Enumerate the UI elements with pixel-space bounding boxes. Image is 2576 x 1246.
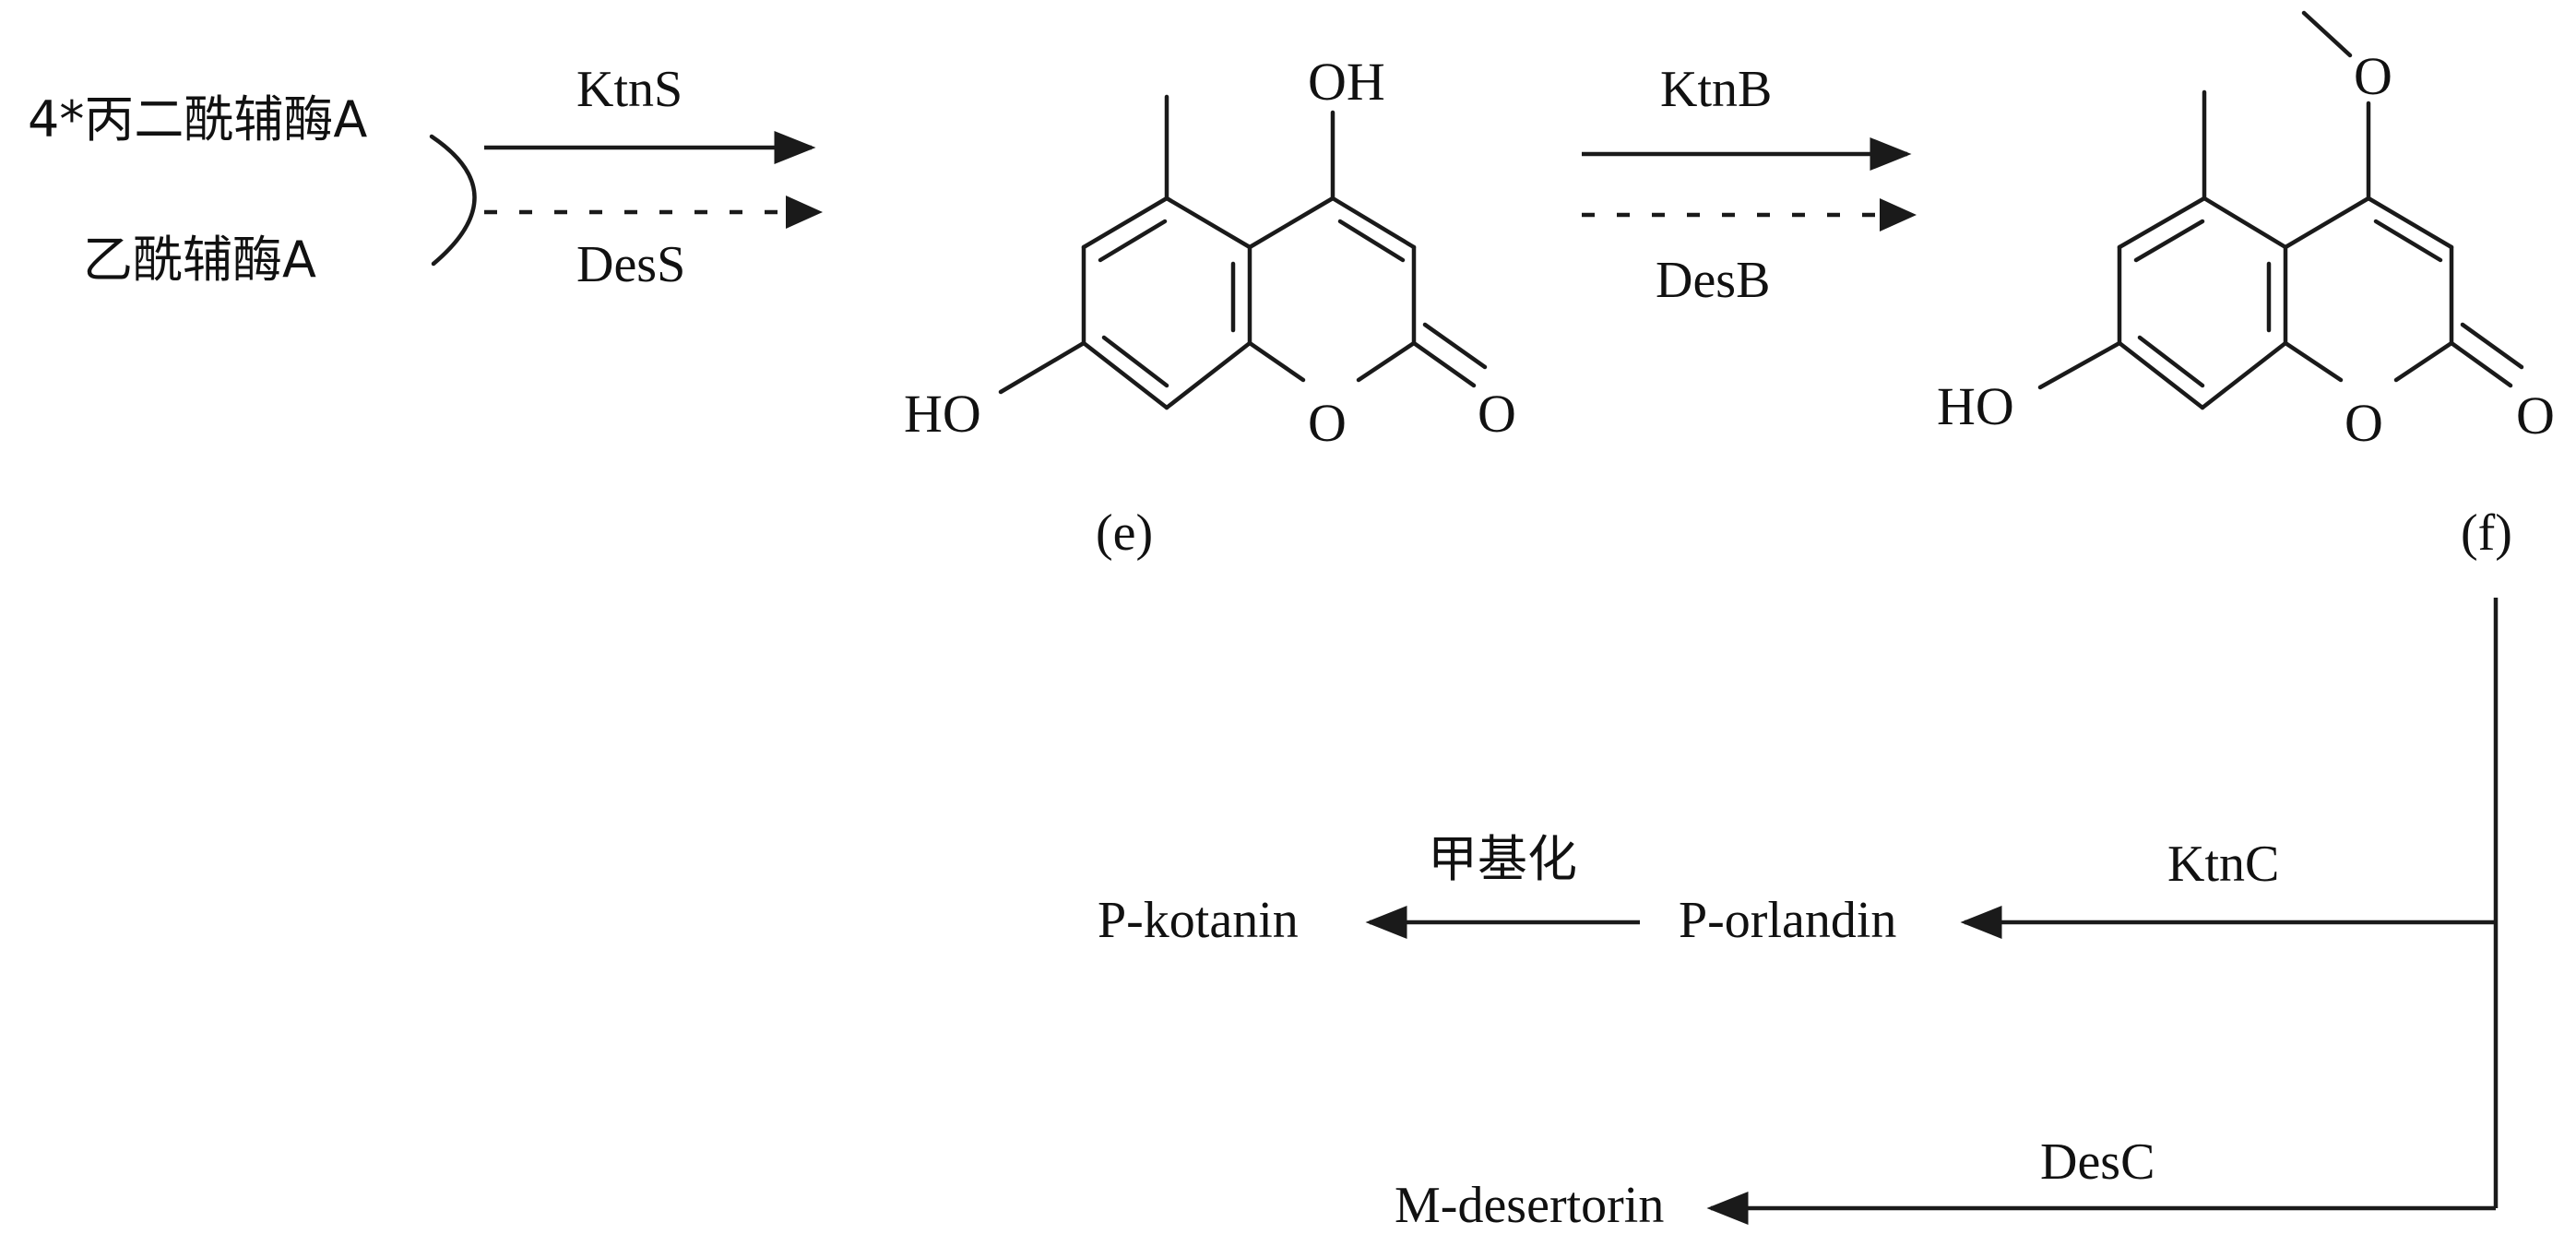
- compound-e-oh-top: OH: [1308, 52, 1385, 112]
- enzyme-ktnb-label: KtnB: [1660, 61, 1772, 118]
- compound-f-label: (f): [2461, 504, 2512, 562]
- substrate-acetyl-coa: 乙酰辅酶A: [83, 231, 316, 289]
- enzyme-dess-label: DesS: [576, 236, 685, 293]
- enzyme-desb-label: DesB: [1656, 252, 1770, 309]
- compound-f-carbonyl-o: O: [2516, 386, 2555, 445]
- compound-f-ring-o: O: [2345, 393, 2383, 453]
- product-m-desertorin: M-desertorin: [1395, 1177, 1664, 1234]
- compound-e-structure: [998, 94, 1488, 410]
- compound-f-structure: [2037, 10, 2524, 410]
- compound-f-methoxy-o: O: [2354, 46, 2392, 106]
- compound-e-label: (e): [1096, 504, 1153, 562]
- substrate-malonyl-coa: 4*丙二酰辅酶A: [28, 90, 367, 148]
- compound-e-carbonyl-o: O: [1478, 384, 1516, 444]
- enzyme-ktnc-label: KtnC: [2167, 836, 2279, 893]
- enzyme-desc-label: DesC: [2040, 1133, 2155, 1191]
- enzyme-ktns-label: KtnS: [576, 61, 683, 118]
- compound-e-ho-left: HO: [904, 384, 981, 444]
- desb-arrowhead: [1880, 198, 1917, 231]
- product-p-kotanin: P-kotanin: [1098, 892, 1299, 949]
- compound-f-ho-left: HO: [1937, 376, 2014, 436]
- compound-e-ring-o: O: [1308, 393, 1347, 453]
- substrate-join-bracket: [429, 134, 477, 267]
- product-p-orlandin: P-orlandin: [1679, 892, 1896, 949]
- methylation-label: 甲基化: [1428, 830, 1577, 888]
- dess-arrowhead: [786, 196, 823, 229]
